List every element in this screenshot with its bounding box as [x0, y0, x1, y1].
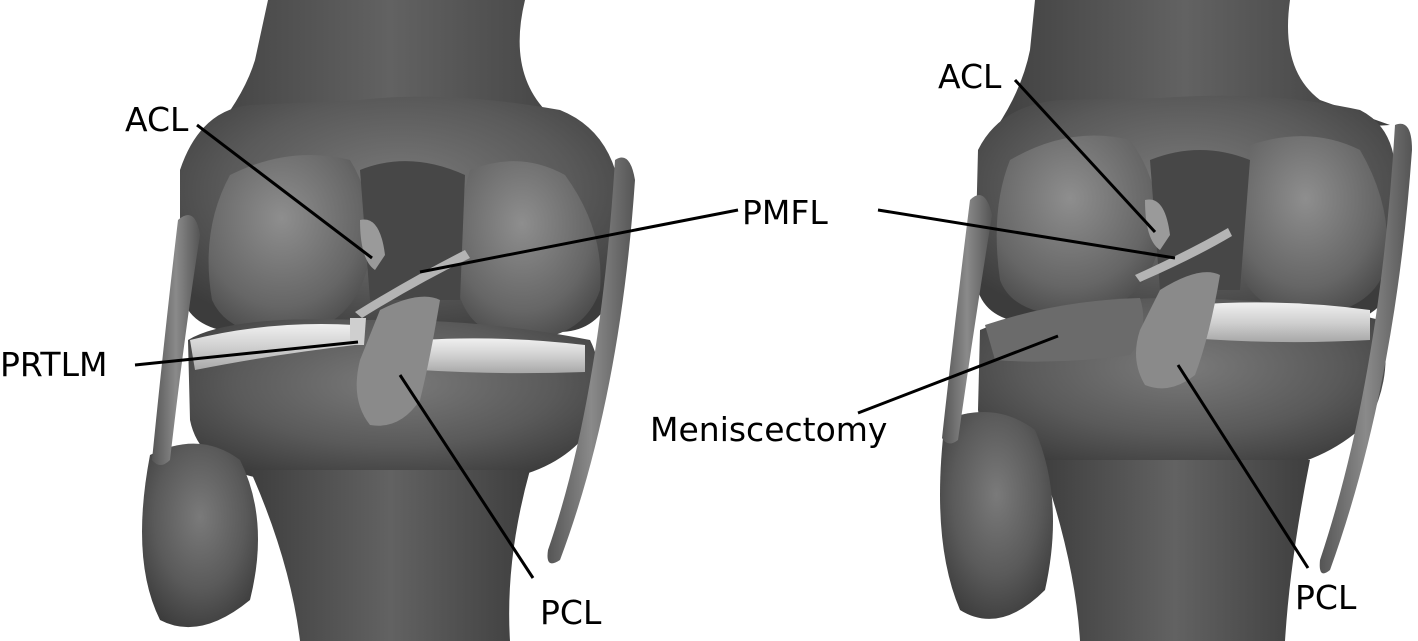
right-medial-collateral [1319, 123, 1412, 574]
right-medial-condyle [1238, 136, 1388, 315]
left-acl-label: ACL [125, 100, 189, 139]
right-lateral-condyle [996, 135, 1160, 316]
left-acl-structure [360, 219, 385, 270]
right-knee-model [940, 0, 1412, 641]
left-knee-model [142, 0, 635, 641]
left-pcl-leader [398, 374, 535, 579]
leader-lines [134, 78, 1310, 579]
left-fibula-head [142, 443, 258, 628]
right-acl-leader [1013, 78, 1157, 234]
left-pcl-label: PCL [540, 593, 602, 632]
right-pmfl-structure [1135, 228, 1232, 282]
pmfl-label: PMFL [742, 193, 828, 232]
left-acl-leader [196, 123, 373, 260]
right-intercondylar-notch [1150, 150, 1250, 290]
right-acl-structure [1145, 199, 1170, 250]
left-tibia-shaft [250, 470, 530, 641]
left-prtlm-structure [350, 318, 366, 345]
right-acl-label: ACL [938, 57, 1002, 96]
pmfl-left-leader [419, 208, 739, 274]
meniscectomy-label: Meniscectomy [650, 410, 888, 449]
right-tibia-shaft [1040, 460, 1310, 641]
right-pcl-structure [1136, 272, 1220, 389]
left-lateral-condyle [208, 155, 371, 336]
meniscectomy-leader [857, 334, 1059, 415]
left-prtlm-leader [134, 340, 359, 367]
left-collateral-ligament [152, 215, 200, 465]
pmfl-right-leader [877, 208, 1176, 260]
right-lateral-plateau-meniscectomy [985, 298, 1144, 362]
left-pcl-structure [356, 296, 440, 426]
right-pcl-leader [1176, 364, 1310, 569]
left-prtlm-label: PRTLM [0, 345, 108, 384]
right-pcl-label: PCL [1295, 578, 1357, 617]
left-medial-meniscus [420, 338, 585, 374]
right-medial-meniscus [1190, 302, 1370, 343]
right-fibula-head [940, 412, 1053, 619]
right-collateral-ligament [942, 195, 992, 444]
left-lateral-meniscus [190, 324, 355, 370]
left-medial-collateral [547, 157, 635, 564]
